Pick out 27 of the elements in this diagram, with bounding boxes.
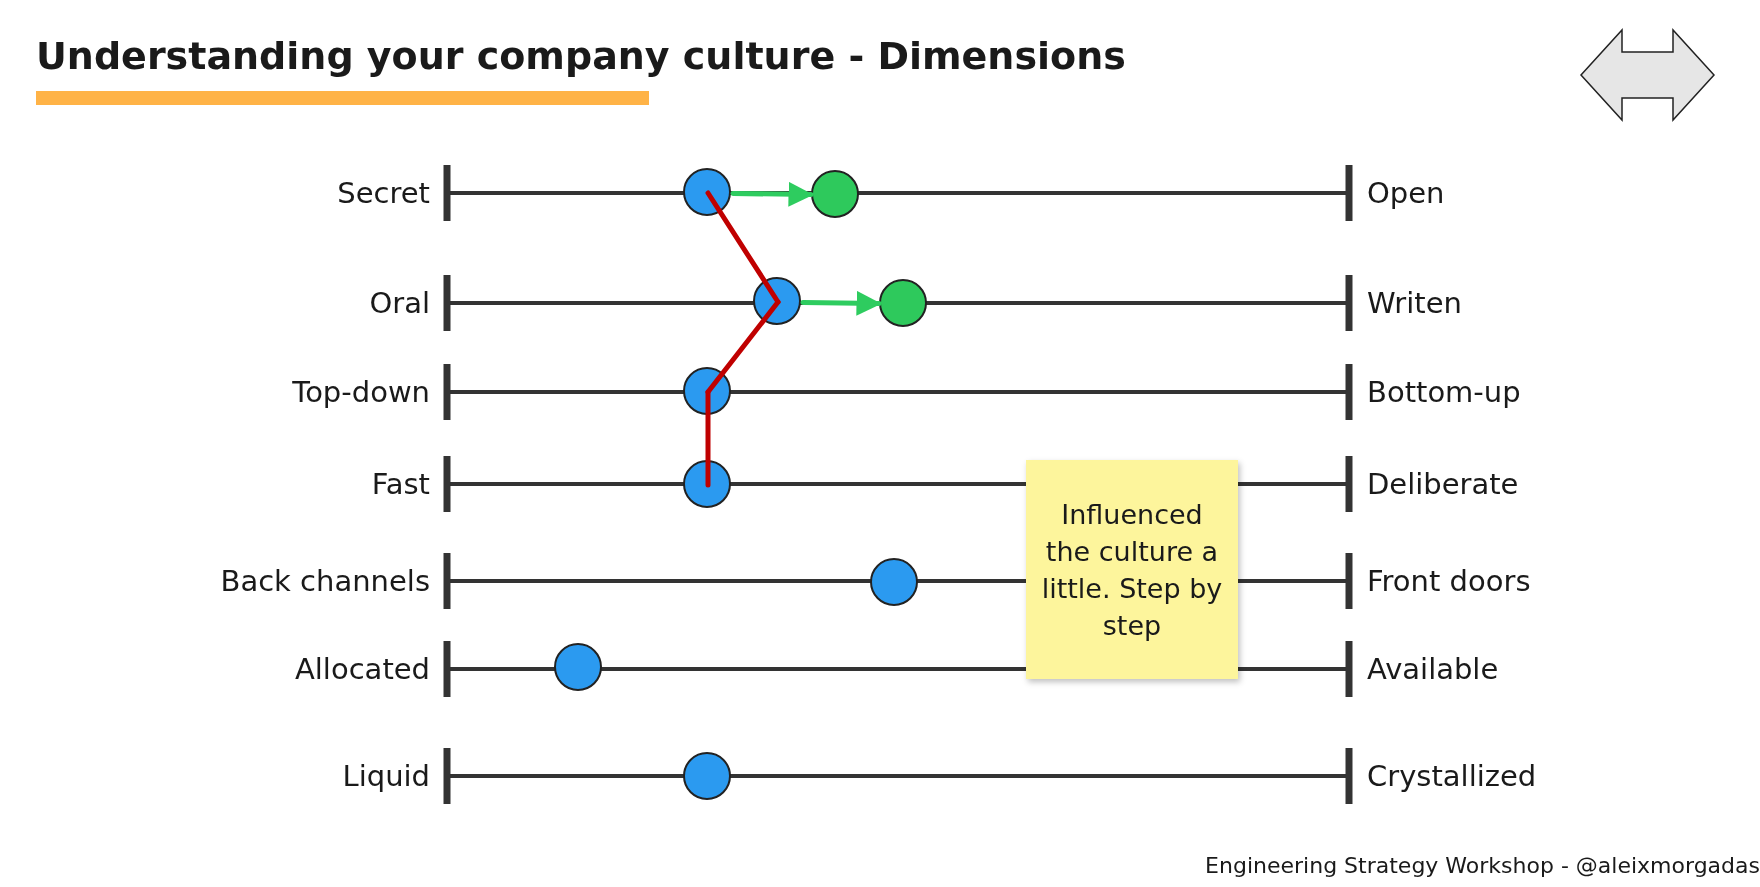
scale-label: Bottom-up (1367, 374, 1521, 410)
caption: Engineering Strategy Workshop - @aleixmorgadas (1205, 853, 1760, 878)
arrow (730, 181, 814, 207)
scale-label: Available (1367, 651, 1499, 687)
scale-label: Writen (1367, 285, 1462, 321)
scale-label: Open (1367, 175, 1445, 211)
scale-label: Fast (371, 466, 430, 502)
scale-label: Oral (369, 285, 430, 321)
scale-label: Secret (337, 175, 430, 211)
arrow (800, 290, 882, 316)
position-dot (870, 558, 918, 606)
scale-label: Top-down (292, 374, 430, 410)
scale-label: Back channels (220, 563, 430, 599)
scale-label: Allocated (294, 651, 430, 687)
position-dot (554, 643, 602, 691)
scale-label: Liquid (342, 758, 430, 794)
position-dot (683, 460, 731, 508)
scale-label: Front doors (1367, 563, 1531, 599)
scale-label: Deliberate (1367, 466, 1519, 502)
position-dot (683, 752, 731, 800)
sticky-note: Influenced the culture a little. Step by step (1026, 460, 1238, 679)
position-dot (683, 168, 731, 216)
position-dot (811, 170, 859, 218)
connector-line (705, 389, 711, 488)
position-dot (879, 279, 927, 327)
connector-line (705, 299, 781, 395)
scale-label: Crystallized (1367, 758, 1537, 794)
